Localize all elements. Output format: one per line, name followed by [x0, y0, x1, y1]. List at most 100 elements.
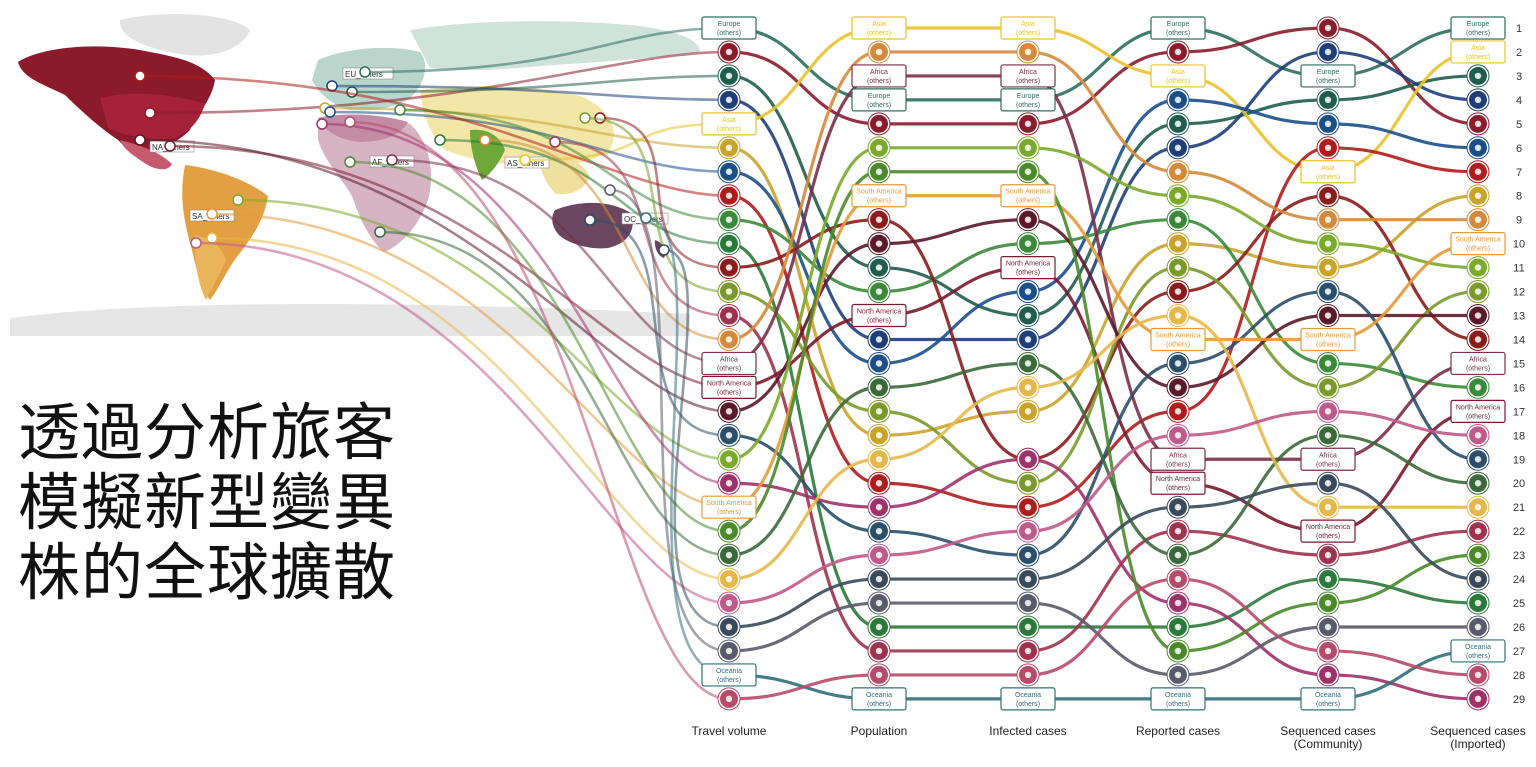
rank-label: 25: [1513, 598, 1525, 610]
node-box-label: (others): [1166, 341, 1190, 348]
map-link-oceania: [645, 216, 730, 677]
node-au-2: [867, 519, 891, 543]
node-pg-3: [1016, 591, 1040, 615]
node-box-label: (others): [1316, 341, 1340, 348]
node-ar-4: [1166, 304, 1190, 328]
map-landmass-antarctica: [10, 303, 690, 336]
node-africa-1: Africa(others): [701, 351, 757, 376]
node-north-america-2: North America (others): [851, 303, 907, 328]
node-hk-3: [1016, 639, 1040, 663]
node-europe-2: Europe(others): [851, 88, 907, 112]
node-gb-6: [1466, 88, 1490, 112]
node-oceania-5: Oceania(others): [1300, 687, 1356, 711]
node-asia-4: Asia(others): [1150, 64, 1206, 88]
node-pg-6: [1466, 615, 1490, 639]
map-link-kr: [584, 116, 730, 293]
map-link-za: [379, 230, 730, 557]
node-box-label: Asia: [1171, 69, 1185, 76]
node-box-label: (others): [1316, 78, 1340, 85]
node-us-4: [1166, 40, 1190, 64]
node-br-5: [1316, 232, 1340, 256]
flow-cl: [728, 409, 1479, 605]
map-marker-nz: [658, 244, 670, 256]
node-south-america-5: South America(others): [1300, 327, 1356, 352]
node-fr-6: [1466, 136, 1490, 160]
node-box-label: Asia: [1021, 21, 1035, 28]
node-box-label: Oceania: [1315, 692, 1341, 699]
rank-label: 14: [1513, 334, 1525, 346]
node-ae-6: [1466, 591, 1490, 615]
node-europe-4: Europe(others): [1150, 16, 1206, 40]
node-kr-3: [1016, 471, 1040, 495]
node-tr-4: [1166, 208, 1190, 232]
map-link-au: [589, 218, 730, 437]
node-us-2: [867, 112, 891, 136]
rank-label: 21: [1513, 502, 1525, 514]
rank-label: 18: [1513, 430, 1525, 442]
node-box-label: (others): [717, 509, 741, 516]
node-mx-5: [1316, 304, 1340, 328]
node-in-1: [717, 327, 741, 351]
node-box-label: Oceania: [716, 668, 742, 675]
node-box-label: Europe: [1317, 69, 1340, 76]
node-hk-1: [717, 304, 741, 328]
node-south-america-1: South America(others): [701, 495, 757, 519]
rank-label: 15: [1513, 358, 1525, 370]
column-label: Sequenced cases: [1280, 724, 1375, 738]
node-box-label: (others): [1166, 701, 1190, 708]
node-ca-1: [717, 184, 741, 208]
map-region-mexico: [120, 140, 172, 170]
map-link-africa: [391, 158, 730, 365]
node-ae-5: [1316, 567, 1340, 591]
node-box-label: (others): [1166, 485, 1190, 492]
node-box-label: North America: [857, 309, 901, 316]
node-tn-5: [1316, 639, 1340, 663]
node-ng-6: [1466, 543, 1490, 567]
node-box-label: Africa: [1019, 69, 1037, 76]
node-oceania-4: Oceania(others): [1150, 687, 1206, 711]
node-in-4: [1166, 160, 1190, 184]
node-gb-2: [867, 327, 891, 351]
rank-label: 29: [1513, 694, 1525, 706]
headline-line-1: 透過分析旅客: [18, 396, 397, 469]
node-in-2: [867, 40, 891, 64]
node-tn-6: [1466, 663, 1490, 687]
node-au-6: [1466, 447, 1490, 471]
node-jp-1: [717, 256, 741, 280]
node-box-label: Africa: [870, 69, 888, 76]
node-ma-4: [1166, 591, 1190, 615]
map-link-ng: [349, 160, 730, 533]
node-au-1: [717, 423, 741, 447]
node-jp-6: [1466, 327, 1490, 351]
flow-nz: [728, 481, 1479, 629]
map-region-chile-argentina: [194, 235, 226, 300]
node-tr-2: [867, 280, 891, 304]
map-link-de: [351, 74, 730, 94]
map-marker-br: [232, 194, 244, 206]
node-box-label: (others): [1016, 78, 1040, 85]
node-box-label: (others): [867, 318, 891, 325]
node-cl-6: [1466, 423, 1490, 447]
map-link-fr: [329, 110, 730, 174]
node-fr-4: [1166, 88, 1190, 112]
node-box-label: South America: [1005, 189, 1051, 196]
node-nz-5: [1316, 471, 1340, 495]
node-north-america-4: North America(others): [1150, 471, 1206, 495]
map-link-jp: [599, 116, 730, 269]
node-es-5: [1316, 256, 1340, 280]
node-ca-6: [1466, 160, 1490, 184]
rank-label: 10: [1513, 239, 1525, 251]
node-ar-2: [867, 447, 891, 471]
node-fr-1: [717, 160, 741, 184]
node-de-5: [1316, 88, 1340, 112]
node-asia-1: Asia(others): [701, 112, 757, 136]
node-south-america-4: South America(others): [1150, 327, 1206, 352]
node-nz-1: [717, 615, 741, 639]
headline-line-3: 株的全球擴散: [18, 536, 397, 609]
map-link-north-america: [169, 144, 730, 389]
node-box-label: (others): [717, 126, 741, 133]
node-br-3: [1016, 136, 1040, 160]
node-tr-5: [1316, 351, 1340, 375]
node-ar-1: [717, 567, 741, 591]
node-box-label: (others): [867, 78, 891, 85]
